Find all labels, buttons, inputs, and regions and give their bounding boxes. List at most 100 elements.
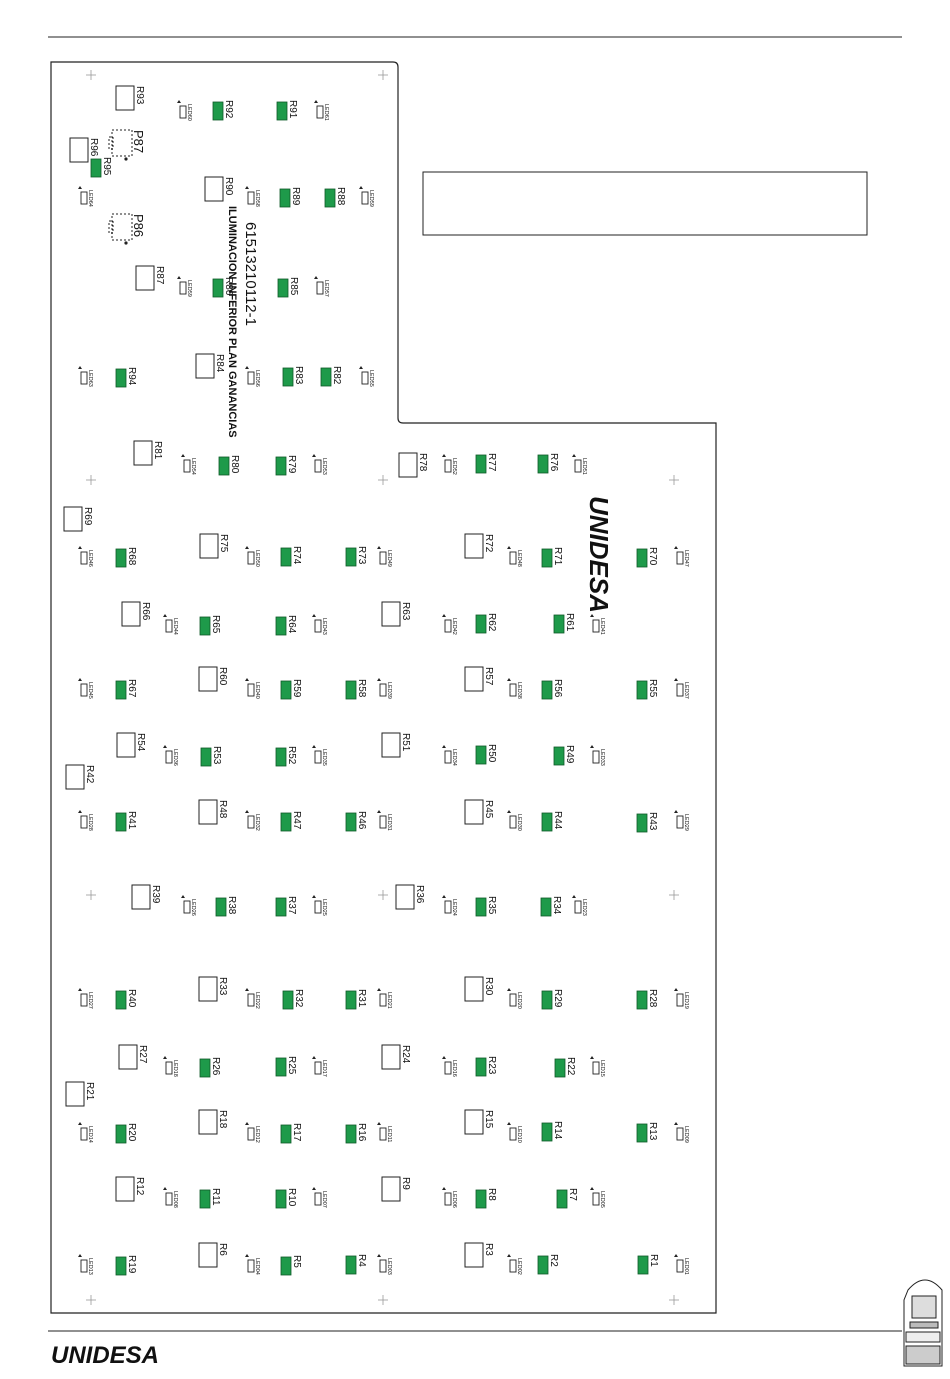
resistor-populated: R29 bbox=[541, 989, 563, 1010]
led-footprint: LED26 bbox=[181, 895, 196, 916]
led-footprint: LED55 bbox=[359, 366, 374, 387]
resistor-populated: R74 bbox=[280, 546, 302, 567]
resistor-label: R6 bbox=[217, 1243, 228, 1256]
resistor-label: R52 bbox=[286, 746, 297, 765]
led-footprint: LED14 bbox=[78, 1122, 93, 1143]
resistor-populated: R41 bbox=[115, 811, 137, 832]
resistor-label: R44 bbox=[552, 811, 563, 830]
crosshair-mark bbox=[86, 890, 96, 900]
resistor-label: R5 bbox=[291, 1255, 302, 1268]
resistor-label: R36 bbox=[414, 885, 425, 904]
led-footprint: LED15 bbox=[590, 1056, 605, 1077]
resistor-label: R85 bbox=[288, 277, 299, 296]
resistor-label: R26 bbox=[210, 1057, 221, 1076]
led-label: LED48 bbox=[516, 550, 522, 567]
resistor-label: R40 bbox=[126, 989, 137, 1008]
resistor-populated: R53 bbox=[200, 746, 222, 767]
led-footprint: LED31 bbox=[377, 810, 392, 831]
resistor-populated: R79 bbox=[275, 455, 297, 476]
resistor-label: R20 bbox=[126, 1123, 137, 1142]
led-footprint: LED03 bbox=[377, 1254, 392, 1275]
resistor-label: R46 bbox=[356, 811, 367, 830]
led-label: LED42 bbox=[451, 618, 457, 635]
resistor-populated: R23 bbox=[475, 1056, 497, 1077]
led-footprint: LED04 bbox=[245, 1254, 260, 1275]
crosshair-mark bbox=[378, 1295, 388, 1305]
resistor-label: R15 bbox=[483, 1110, 494, 1129]
led-footprint: LED09 bbox=[674, 1122, 689, 1143]
led-footprint: LED63 bbox=[78, 366, 93, 387]
resistor-label: R80 bbox=[229, 455, 240, 474]
resistor-unpopulated: R15 bbox=[464, 1109, 494, 1135]
resistor-unpopulated: R57 bbox=[464, 666, 494, 692]
led-footprint: LED57 bbox=[314, 276, 329, 297]
resistor-populated: R85 bbox=[277, 277, 299, 298]
resistor-label: R21 bbox=[84, 1082, 95, 1101]
resistor-unpopulated: R3 bbox=[464, 1242, 494, 1268]
resistor-label: R79 bbox=[286, 455, 297, 474]
resistor-label: R77 bbox=[486, 453, 497, 472]
led-label: LED10 bbox=[516, 1126, 522, 1143]
resistor-label: R68 bbox=[126, 547, 137, 566]
led-footprint: LED40 bbox=[245, 678, 260, 699]
led-footprint: LED34 bbox=[442, 745, 457, 766]
resistor-populated: R47 bbox=[280, 811, 302, 832]
resistor-label: R81 bbox=[152, 441, 163, 460]
resistor-label: R82 bbox=[331, 366, 342, 385]
led-footprint: LED49 bbox=[377, 546, 392, 567]
resistor-label: R29 bbox=[552, 989, 563, 1008]
resistor-unpopulated: R72 bbox=[464, 533, 494, 559]
led-label: LED03 bbox=[386, 1258, 392, 1275]
resistor-populated: R16 bbox=[345, 1123, 367, 1144]
resistor-label: R94 bbox=[126, 367, 137, 386]
led-footprint: LED16 bbox=[442, 1056, 457, 1077]
connector-p87: P87 bbox=[108, 129, 146, 161]
led-label: LED32 bbox=[254, 814, 260, 831]
slot-machine-icon bbox=[903, 1279, 943, 1367]
led-label: LED29 bbox=[683, 814, 689, 831]
led-label: LED17 bbox=[321, 1060, 327, 1077]
led-footprint: LED52 bbox=[442, 454, 457, 475]
resistor-label: R38 bbox=[226, 896, 237, 915]
resistor-label: R96 bbox=[88, 138, 99, 157]
resistor-unpopulated: R66 bbox=[121, 601, 151, 627]
led-footprint: LED24 bbox=[442, 895, 457, 916]
resistor-label: R70 bbox=[647, 547, 658, 566]
resistor-populated: R11 bbox=[199, 1188, 221, 1209]
resistor-populated: R31 bbox=[345, 989, 367, 1010]
led-label: LED59 bbox=[186, 280, 192, 297]
resistor-label: R71 bbox=[552, 547, 563, 566]
led-label: LED05 bbox=[599, 1191, 605, 1208]
resistor-label: R27 bbox=[137, 1045, 148, 1064]
crosshair-mark bbox=[669, 475, 679, 485]
mounting-crosshairs bbox=[86, 70, 679, 1305]
resistor-unpopulated: R54 bbox=[116, 732, 146, 758]
resistor-label: R84 bbox=[214, 354, 225, 373]
led-footprint: LED56 bbox=[245, 366, 260, 387]
resistor-populated: R1 bbox=[637, 1254, 659, 1275]
resistor-label: R17 bbox=[291, 1123, 302, 1142]
resistor-label: R42 bbox=[84, 765, 95, 784]
resistor-unpopulated: R9 bbox=[381, 1176, 411, 1202]
resistor-populated: R95 bbox=[90, 157, 112, 178]
led-label: LED16 bbox=[451, 1060, 457, 1077]
resistor-label: R92 bbox=[223, 100, 234, 119]
resistor-populated: R92 bbox=[212, 100, 234, 121]
led-label: LED18 bbox=[172, 1060, 178, 1077]
led-label: LED64 bbox=[87, 190, 93, 207]
led-label: LED51 bbox=[581, 458, 587, 475]
resistor-label: R13 bbox=[647, 1122, 658, 1141]
resistor-populated: R2 bbox=[537, 1254, 559, 1275]
resistor-populated: R13 bbox=[636, 1122, 658, 1143]
led-footprint: LED18 bbox=[163, 1056, 178, 1077]
resistor-unpopulated: R36 bbox=[395, 884, 425, 910]
resistor-label: R60 bbox=[217, 667, 228, 686]
resistor-label: R61 bbox=[564, 613, 575, 632]
resistor-label: R25 bbox=[286, 1056, 297, 1075]
led-footprint: LED21 bbox=[377, 988, 392, 1009]
led-footprint: LED38 bbox=[507, 678, 522, 699]
led-label: LED27 bbox=[87, 992, 93, 1009]
resistor-populated: R94 bbox=[115, 367, 137, 388]
